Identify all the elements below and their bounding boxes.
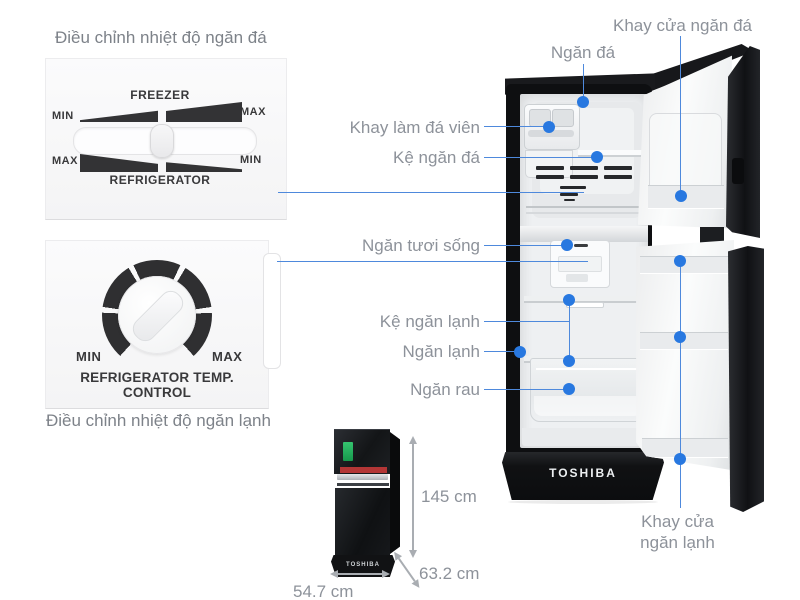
- ice-maker-handle[interactable]: [528, 130, 574, 137]
- depth-arrow: [391, 549, 423, 591]
- brand-logo: TOSHIBA: [549, 466, 617, 480]
- freezer-shelf: [578, 150, 646, 157]
- depth-dimension-label: 63.2 cm: [419, 564, 480, 583]
- callout-label-freezer-compartment: Ngăn đá: [550, 43, 616, 62]
- fridge-door-outer-edge: [728, 246, 764, 512]
- callout-label-vegetable-drawer: Ngăn rau: [410, 380, 480, 399]
- callout-line-fridge-compartment: [484, 351, 517, 352]
- callout-line-fridge-door-tray: [680, 261, 681, 508]
- width-arrowhead-right: [382, 569, 390, 578]
- fridge-max-label: MAX: [52, 155, 78, 167]
- callout-dot-fridge-shelf-upper: [563, 294, 575, 306]
- callout-dot-fresh-food: [561, 239, 573, 251]
- freezer-vent-slot: [536, 175, 564, 179]
- callout-dot-freezer-compartment: [577, 96, 589, 108]
- energy-label: [343, 442, 353, 461]
- callout-label-fridge-door-tray-line2: ngăn lạnh: [640, 533, 715, 552]
- freezer-vent-slot-small: [564, 199, 575, 201]
- freezer-control-title: Điều chỉnh nhiệt độ ngăn đá: [55, 28, 267, 47]
- freezer-scale-label: FREEZER: [130, 88, 190, 102]
- ice-maker-slot-right: [552, 109, 574, 127]
- fresh-case-tray: [558, 256, 602, 272]
- callout-dot-ice-cube-tray: [543, 121, 555, 133]
- small-fridge-silver-strip: [337, 474, 388, 480]
- fridge-scale-label: REFRIGERATOR: [109, 173, 211, 187]
- callout-dot-fridge-shelf-lower: [563, 355, 575, 367]
- callout-dot-freezer-shelf: [591, 151, 603, 163]
- callout-line-freezer-compartment: [583, 64, 584, 98]
- door-edge-fragment: [263, 253, 281, 369]
- vegetable-drawer-front: [534, 396, 642, 416]
- small-fridge-side-panel: [390, 432, 400, 554]
- freezer-slider-knob[interactable]: [150, 124, 174, 158]
- freezer-vent-slot: [570, 175, 598, 179]
- vegetable-drawer-highlight: [536, 368, 640, 370]
- callout-dot-fridge-compartment: [514, 346, 526, 358]
- freezer-vent-slot: [570, 166, 598, 170]
- freezer-wire-shelf-front: [526, 212, 646, 214]
- freezer-vent-slot: [604, 166, 632, 170]
- connector-line-fridge-control: [277, 261, 588, 262]
- freezer-vent-slot-small: [560, 186, 586, 189]
- callout-label-fridge-door-tray: Khay cửa ngăn lạnh: [625, 511, 730, 553]
- connector-line-freezer-control: [278, 192, 584, 193]
- fridge-shadow: [508, 500, 658, 504]
- freezer-vent-slot: [536, 166, 564, 170]
- dial-min-label: MIN: [76, 349, 102, 364]
- height-arrowhead-up: [408, 436, 417, 444]
- mid-hinge-block: [700, 227, 724, 243]
- fridge-base-plinth: [502, 452, 664, 500]
- dial-caption: REFRIGERATOR TEMP. CONTROL: [80, 370, 234, 400]
- small-fridge-base: [331, 555, 395, 577]
- callout-dot-fridge-door-tray-middle: [674, 331, 686, 343]
- fridge-min-label: MIN: [240, 154, 262, 166]
- freezer-vent-slot-small: [560, 193, 578, 196]
- door-handle-recess[interactable]: [732, 158, 744, 184]
- fresh-case-icons: [566, 274, 588, 282]
- width-arrow: [330, 569, 390, 578]
- callout-line-fridge-shelf: [484, 321, 569, 322]
- callout-label-fridge-door-tray-line1: Khay cửa: [641, 512, 714, 531]
- callout-line-vegetable-drawer: [484, 389, 566, 390]
- callout-label-freezer-shelf: Kệ ngăn đá: [393, 148, 480, 167]
- height-arrow: [408, 436, 417, 558]
- callout-dot-vegetable-drawer: [563, 383, 575, 395]
- fridge-scale-wedge-right: [166, 162, 242, 172]
- compartment-divider: [520, 226, 648, 242]
- freezer-wire-shelf: [526, 206, 646, 208]
- freezer-door-outer-edge: [726, 46, 760, 238]
- callout-bracket-fridge-shelf: [569, 300, 570, 362]
- callout-line-fresh-food: [484, 245, 564, 246]
- small-fridge-red-banner: [340, 467, 387, 473]
- callout-line-ice-cube-tray: [484, 126, 546, 127]
- interior-floor: [522, 428, 648, 446]
- freezer-vent-slot: [604, 175, 632, 179]
- dial-max-label: MAX: [212, 349, 243, 364]
- fridge-door-panel[interactable]: [636, 240, 734, 470]
- width-arrowhead-left: [330, 569, 338, 578]
- brand-logo-small: TOSHIBA: [346, 562, 380, 568]
- fridge-control-title: Điều chỉnh nhiệt độ ngăn lạnh: [46, 411, 271, 430]
- callout-label-ice-cube-tray: Khay làm đá viên: [349, 118, 480, 137]
- freezer-min-label: MIN: [52, 110, 74, 122]
- height-arrowhead-down: [408, 550, 417, 558]
- small-fridge-door-gap: [337, 483, 389, 486]
- callout-label-fresh-food: Ngăn tươi sống: [362, 236, 480, 255]
- callout-dot-fridge-door-tray-bottom: [674, 453, 686, 465]
- ice-bin[interactable]: [525, 150, 573, 178]
- callout-line-freezer-door-tray: [680, 36, 681, 191]
- callout-line-freezer-shelf: [484, 157, 594, 158]
- callout-dot-freezer-door-tray: [675, 190, 687, 202]
- callout-label-fridge-shelf: Kệ ngăn lạnh: [379, 312, 480, 331]
- height-dimension-label: 145 cm: [421, 487, 477, 506]
- callout-label-freezer-door-tray: Khay cửa ngăn đá: [613, 16, 752, 35]
- callout-label-fridge-compartment: Ngăn lạnh: [402, 342, 480, 361]
- small-fridge-lower-door: [335, 488, 390, 555]
- freezer-max-label: MAX: [240, 106, 266, 118]
- callout-dot-fridge-door-tray-top: [674, 255, 686, 267]
- width-dimension-label: 54.7 cm: [293, 582, 354, 600]
- freezer-scale-wedge-left: [80, 110, 158, 122]
- fresh-case-vents: [574, 244, 588, 247]
